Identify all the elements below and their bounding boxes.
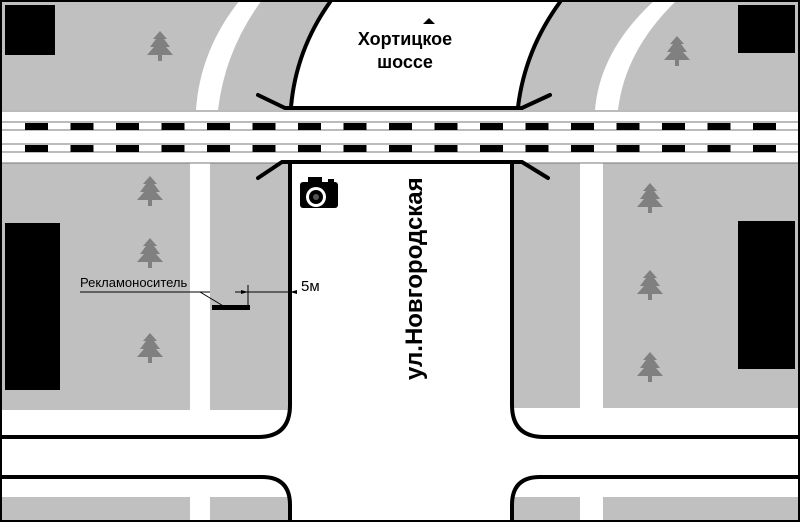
railway-sleeper [753,123,776,130]
railway-sleeper [298,145,321,152]
railway-sleeper [707,123,731,130]
road-name-line1: Хортицкое [357,29,453,49]
direction-arrow-icon [423,18,435,24]
camera-icon [300,177,338,208]
railway-sleeper [662,145,685,152]
railway-sleeper [161,123,185,130]
railway-sleeper [207,123,230,130]
railway-sleeper [252,123,276,130]
railway-sleeper [70,123,94,130]
railway-sleeper [525,123,549,130]
railway-sleeper [252,145,276,152]
railway-sleeper [434,123,458,130]
railway-sleeper [525,145,549,152]
railway-sleeper [25,123,48,130]
footpath [595,0,677,110]
railway-sleeper [434,145,458,152]
billboard-label: Рекламоноситель [80,275,188,290]
railway-sleeper [298,123,321,130]
railway-sleeper [116,123,139,130]
railway-sleeper [571,145,594,152]
railway-sleeper [343,145,367,152]
railway-sleeper [480,145,503,152]
railway-sleeper [25,145,48,152]
railway-sleeper [707,145,731,152]
building [738,221,795,369]
green-area-bottom-left [0,497,290,522]
building [5,223,60,390]
railway-sleeper [389,145,412,152]
building [738,5,795,53]
billboard [212,305,250,310]
road-name-line2: шоссе [377,52,433,72]
railway-sleeper [571,123,594,130]
footpath [190,163,210,410]
railway-sleeper [207,145,230,152]
road-name-khortytske-highway: Хортицкое шоссе [330,28,480,74]
footpath [580,163,603,408]
distance-label: 5м [301,278,320,295]
railway-sleeper [616,145,640,152]
railway [0,110,800,162]
green-area-bottom-right [512,497,800,522]
building [5,5,55,55]
railway-sleeper [343,123,367,130]
green-area-top-right [518,0,800,110]
footpath [196,0,262,110]
railway-sleeper [662,123,685,130]
railway-sleeper [616,123,640,130]
railway-sleeper [116,145,139,152]
railway-sleeper [70,145,94,152]
railway-sleeper [753,145,776,152]
railway-sleeper [161,145,185,152]
railway-sleeper [389,123,412,130]
street-name-novgorodskaya: ул.Новгородская [401,177,428,380]
railway-sleeper [480,123,503,130]
